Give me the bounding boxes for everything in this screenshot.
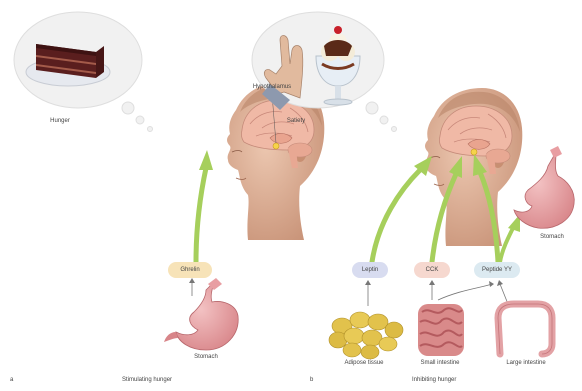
panel-a-caption: Stimulating hunger [122,377,172,383]
large-intestine-icon [498,304,552,354]
satiety-label: Satiety [287,118,305,124]
hunger-label: Hunger [50,118,70,124]
cck-pill: CCK [414,262,450,278]
panel-b-caption: Inhibiting hunger [412,377,456,383]
ghrelin-pill: Ghrelin [168,262,212,278]
ghrelin-arrow [196,150,213,262]
tissue-to-hormone-arrows [365,280,508,306]
stomach-b-label: Stomach [540,234,564,240]
leptin-arrow [372,156,432,262]
stomach-a [164,278,238,350]
peptide-yy-pill: Peptide YY [474,262,520,278]
stomach-b [514,146,574,228]
adipose-tissue-label: Adipose tissue [344,360,383,366]
large-intestine-label: Large intestine [506,360,545,366]
adipose-tissue-icon [329,312,403,359]
panel-b-letter: b [310,377,313,383]
small-intestine-label: Small intestine [420,360,459,366]
stomach-a-label: Stomach [194,354,218,360]
panel-a-letter: a [10,377,13,383]
leptin-pill: Leptin [352,262,388,278]
small-intestine-icon [418,304,464,356]
stomach-signal-arrow [500,214,520,262]
stomach-to-ghrelin-arrow [189,278,195,296]
hypothalamus-label: Hypothalamus [253,84,291,90]
